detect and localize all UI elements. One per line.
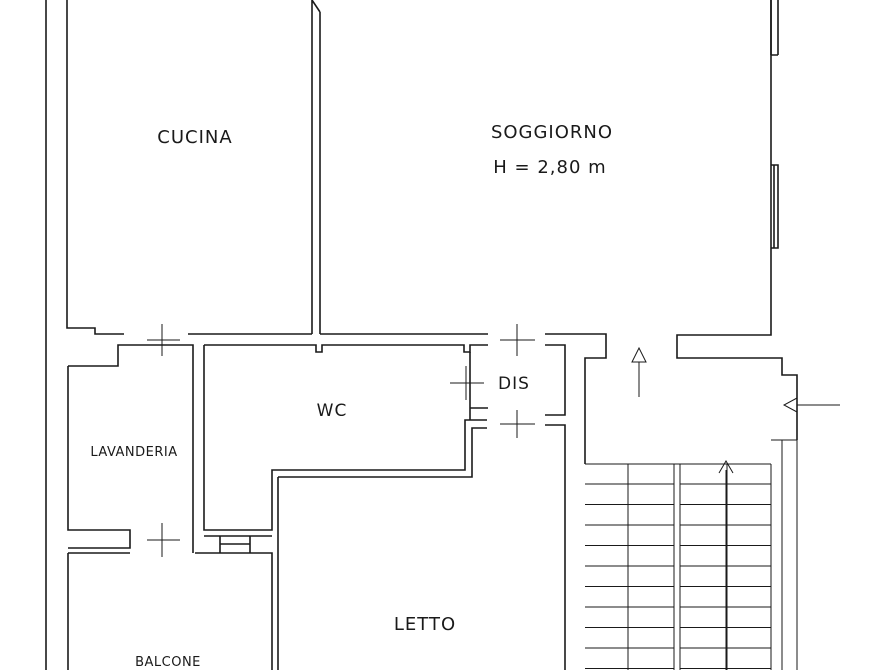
door-mark-kitchen: [147, 324, 180, 356]
arrow-left-icon: [782, 397, 840, 413]
kitchen-living-partition: [311, 0, 321, 334]
window-1: [770, 0, 779, 56]
door-mark-laundry: [147, 523, 180, 557]
balcony-outer-wall: [67, 552, 273, 670]
room-label-balcone: BALCONE: [135, 655, 201, 670]
staircase: [585, 439, 798, 670]
door-marks: [147, 324, 535, 557]
corridor-upper-wall: [188, 333, 607, 464]
wc-dis-wall: [469, 352, 488, 420]
door-mark-dis-left: [450, 366, 484, 400]
ceiling-height-note: H = 2,80 m: [493, 157, 606, 178]
stair-arrow-icon: [718, 460, 734, 670]
corridor-lower-wall: [130, 344, 566, 553]
room-label-letto: LETTO: [394, 614, 456, 635]
room-label-cucina: CUCINA: [157, 127, 232, 148]
entrance-arrows: [631, 346, 840, 670]
exterior-walls: [45, 0, 798, 670]
interior-walls: [130, 0, 607, 670]
door-mark-dis-top: [500, 324, 535, 356]
laundry-outer-wall: [67, 344, 131, 549]
kitchen-left-wall: [66, 0, 124, 335]
room-label-lavanderia: LAVANDERIA: [90, 445, 177, 460]
arrow-up-icon: [631, 346, 647, 397]
room-label-dis: DIS: [498, 374, 530, 394]
bedroom-wall: [277, 424, 566, 670]
room-label-soggiorno: SOGGIORNO: [491, 122, 613, 143]
right-facade-wall: [676, 0, 798, 440]
door-mark-dis-bottom: [500, 410, 535, 438]
bedroom-balcony-wall: [204, 535, 272, 553]
room-label-wc: WC: [317, 401, 348, 421]
window-2: [771, 164, 779, 249]
